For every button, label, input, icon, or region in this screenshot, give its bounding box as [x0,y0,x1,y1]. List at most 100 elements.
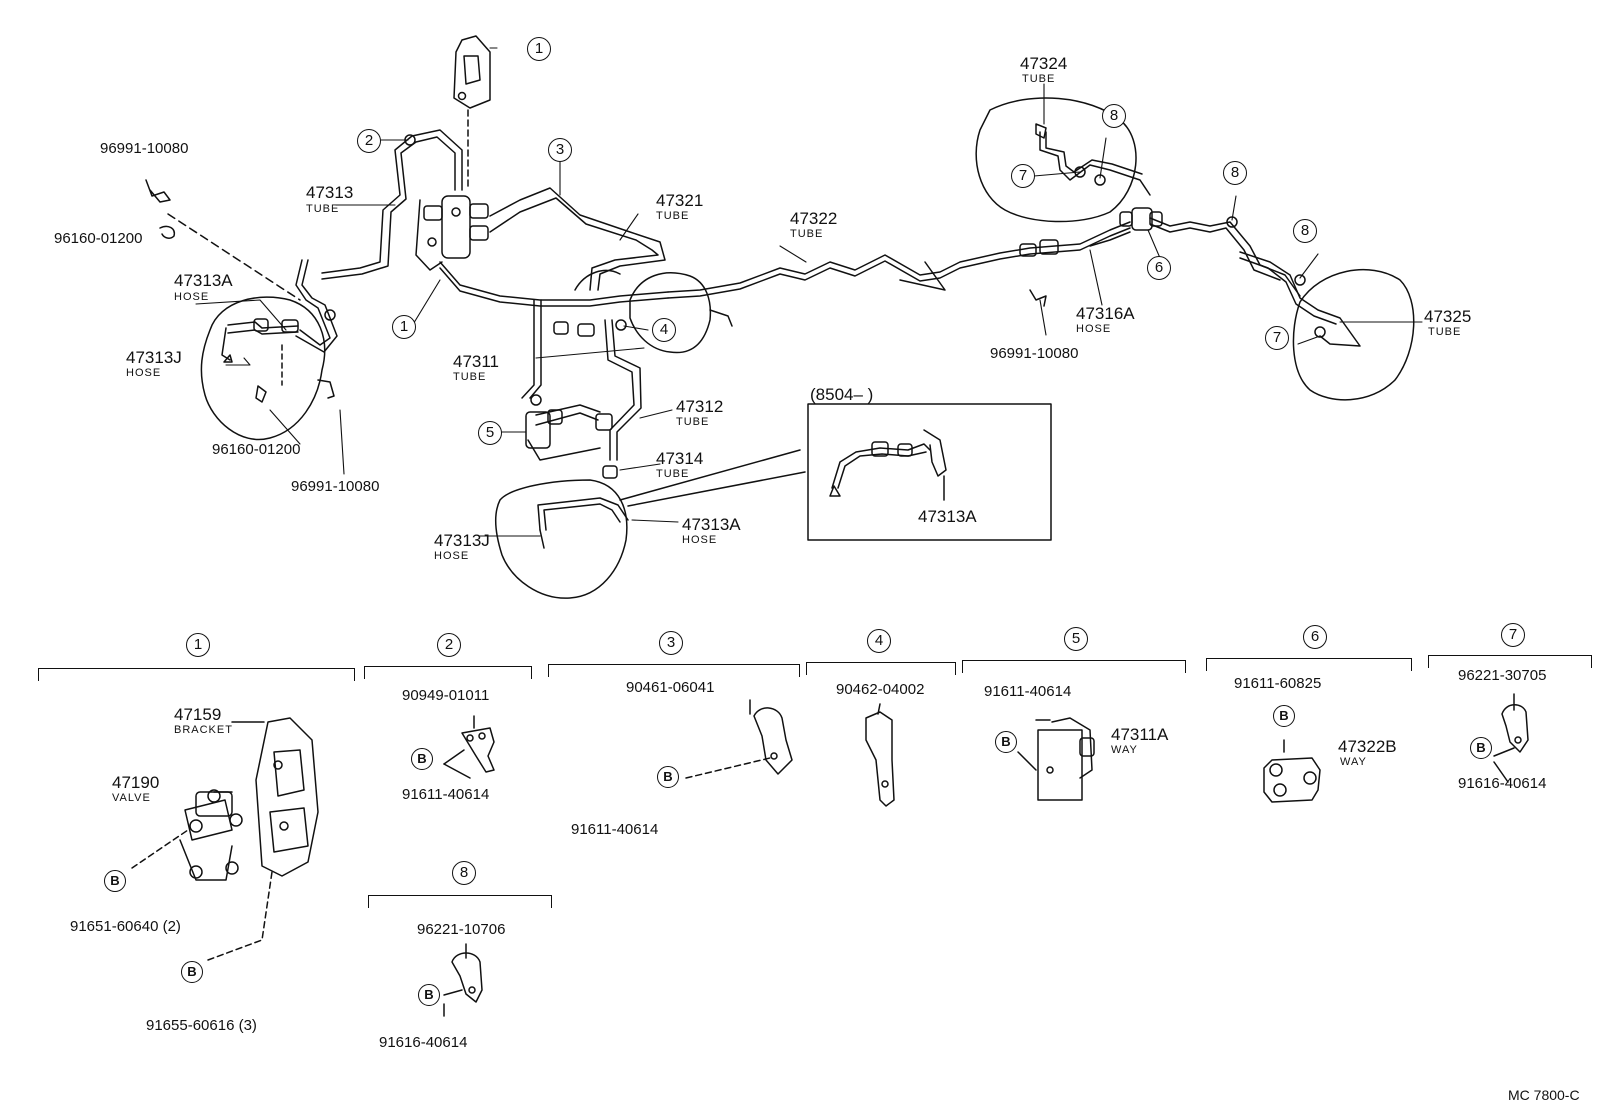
g1-b-mark-2: B [181,961,203,983]
callout-1-top: 1 [527,37,551,61]
group-1-bracket [38,668,355,681]
label-47316A-sub: HOSE [1076,323,1112,335]
g1-part-91651-60640: 91651-60640 (2) [70,918,181,935]
callout-8-upper: 8 [1102,104,1126,128]
g1-part-91655-60616: 91655-60616 (3) [146,1017,257,1034]
clip-96991-left [145,179,301,301]
label-96991-10080-c: 96991-10080 [990,345,1079,362]
main-tube-run [295,129,1131,461]
label-47325: 47325 [1424,307,1472,326]
rear-upper-drum [975,97,1151,223]
label-47325-sub: TUBE [1428,326,1462,338]
label-47322: 47322 [790,209,838,228]
group-2-id: 2 [437,633,461,657]
group4-parts [865,703,895,807]
group-6-bracket [1206,658,1412,671]
label-47313J-b-sub: HOSE [434,550,470,562]
g5-b-mark: B [995,731,1017,753]
diagram-code: MC 7800-C [1508,1087,1580,1103]
label-47313-sub: TUBE [306,203,340,215]
label-96160-01200-b: 96160-01200 [212,441,301,458]
g7-b-mark: B [1470,737,1492,759]
label-47314: 47314 [656,449,704,468]
label-96991-10080-a: 96991-10080 [100,140,189,157]
label-96991-10080-b: 96991-10080 [291,478,380,495]
group-5-bracket [962,660,1186,673]
left-front-wheel [200,296,335,441]
group-5-id: 5 [1064,627,1088,651]
group-8-id: 8 [452,861,476,885]
rear-tube-47325 [1149,217,1301,297]
g1-part-47190: 47190 [112,773,160,792]
g1-part-47190-desc: VALVE [112,792,151,804]
group8-parts [443,943,483,1017]
callout-8-lower: 8 [1293,219,1317,243]
label-47321-sub: TUBE [656,210,690,222]
right-front-wheel [495,465,629,599]
group-4-id: 4 [867,629,891,653]
g8-part-96221-10706: 96221-10706 [417,921,506,938]
label-47313J-a: 47313J [126,348,182,367]
label-47313J-a-sub: HOSE [126,367,162,379]
g3-part-90461-06041: 90461-06041 [626,679,715,696]
group-8-bracket [368,895,552,908]
g6-part-91611-60825: 91611-60825 [1234,675,1322,692]
label-47322-sub: TUBE [790,228,824,240]
group-1-id: 1 [186,633,210,657]
g6-part-47322B-desc: WAY [1340,756,1367,768]
group7-parts [1493,693,1529,783]
g2-part-90949-01011: 90949-01011 [402,687,490,704]
label-47313J-b: 47313J [434,531,490,550]
label-47311-sub: TUBE [453,371,487,383]
inset-title: (8504– ) [810,385,874,404]
label-96160-01200-a: 96160-01200 [54,230,143,247]
group-7-bracket [1428,655,1592,668]
label-47313A-b-sub: HOSE [682,534,718,546]
label-47311: 47311 [453,352,500,371]
group1-parts [131,717,319,961]
callout-6: 6 [1147,256,1171,280]
group-4-bracket [806,662,956,675]
label-47316A: 47316A [1076,304,1135,323]
rear-hose-47316A [1019,239,1059,307]
g7-part-91616-40614: 91616-40614 [1458,775,1547,792]
callout-3: 3 [548,138,572,162]
group-2-bracket [364,666,532,679]
g1-part-47159: 47159 [174,705,222,724]
g3-b-mark: B [657,766,679,788]
g1-part-47159-desc: BRACKET [174,724,233,736]
group3-parts [685,699,793,779]
tube-connectors [324,134,1326,449]
g2-b-mark: B [411,748,433,770]
group6-parts [1263,739,1321,803]
leader-lines [195,47,1423,537]
callout-2: 2 [357,129,381,153]
callout-1-mid: 1 [392,315,416,339]
label-47314-sub: TUBE [656,468,690,480]
label-47324: 47324 [1020,54,1068,73]
rear-tee [1089,207,1163,247]
label-47321: 47321 [656,191,704,210]
proportioning-valve [415,195,489,271]
g8-b-mark: B [418,984,440,1006]
g7-part-96221-30705: 96221-30705 [1458,667,1547,684]
group2-parts [443,715,495,779]
group-7-id: 7 [1501,623,1525,647]
brake-booster [574,269,733,354]
label-47324-sub: TUBE [1022,73,1056,85]
callout-5: 5 [478,421,502,445]
g8-part-91616-40614: 91616-40614 [379,1034,468,1051]
group5-parts [1017,717,1095,801]
group-3-id: 3 [659,631,683,655]
label-47313A-b: 47313A [682,515,741,534]
g4-part-90462-04002: 90462-04002 [836,681,925,698]
g3-part-91611-40614: 91611-40614 [571,821,659,838]
g5-part-91611-40614: 91611-40614 [984,683,1072,700]
callout-7-right: 7 [1265,326,1289,350]
g5-part-47311A-desc: WAY [1111,744,1138,756]
label-47313A-a: 47313A [174,271,233,290]
label-47313A-a-sub: HOSE [174,291,210,303]
label-47312: 47312 [676,397,724,416]
inset-hose-variant [619,403,1052,541]
